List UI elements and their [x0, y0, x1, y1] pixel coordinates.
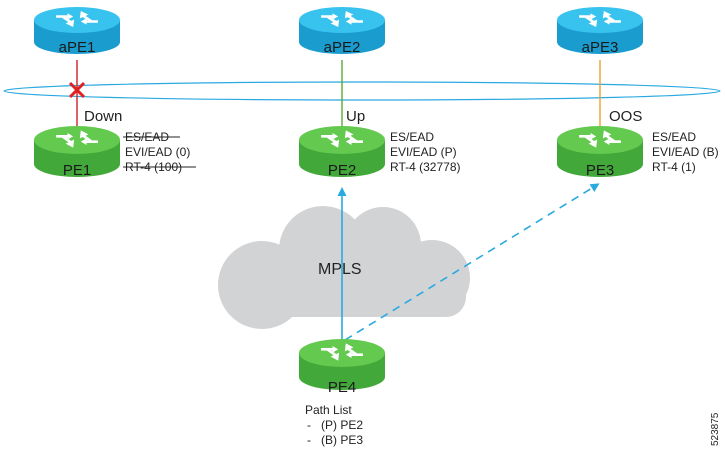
router-label: PE4	[328, 379, 356, 396]
router-ape3[interactable]: aPE3	[557, 7, 643, 56]
router-label: aPE1	[59, 39, 96, 56]
route-list-pe3: ES/EAD EVI/EAD (B) RT-4 (1)	[652, 130, 719, 174]
router-ape1[interactable]: aPE1	[34, 7, 120, 56]
path-list: Path List - (P) PE2 - (B) PE3	[305, 403, 363, 447]
path-list-entry: - (B) PE3	[307, 433, 363, 447]
router-pe4[interactable]: PE4	[299, 339, 385, 396]
access-ring	[3, 81, 721, 101]
route-list-pe1: ES/EAD EVI/EAD (0) RT-4 (100)	[123, 130, 196, 174]
router-label: PE3	[586, 162, 614, 179]
route-entry: ES/EAD	[390, 130, 434, 144]
route-entry: ES/EAD	[652, 130, 696, 144]
router-label: PE2	[328, 162, 356, 179]
link-state-pe3: OOS	[609, 108, 642, 125]
route-entry: EVI/EAD (B)	[652, 145, 719, 159]
link-state-pe1: Down	[84, 108, 122, 125]
path-list-entry: - (P) PE2	[307, 418, 363, 432]
router-pe2[interactable]: PE2	[299, 126, 385, 179]
figure-id: 523875	[710, 412, 721, 446]
route-entry: EVI/EAD (P)	[390, 145, 457, 159]
route-entry: RT-4 (1)	[652, 160, 696, 174]
path-list-title: Path List	[305, 403, 352, 417]
route-entry: EVI/EAD (0)	[125, 145, 190, 159]
router-pe3[interactable]: PE3	[557, 126, 643, 179]
backup-path-pe4-pe3	[344, 183, 600, 341]
mpls-label: MPLS	[318, 261, 362, 278]
router-label: PE1	[63, 162, 91, 179]
router-ape2[interactable]: aPE2	[299, 7, 385, 56]
router-label: aPE2	[324, 39, 361, 56]
link-failure-x-icon	[68, 81, 86, 99]
router-label: aPE3	[582, 39, 619, 56]
route-list-pe2: ES/EAD EVI/EAD (P) RT-4 (32778)	[390, 130, 460, 174]
mpls-cloud	[218, 206, 470, 329]
router-pe1[interactable]: PE1	[34, 126, 120, 179]
link-state-pe2: Up	[346, 108, 365, 125]
route-entry: RT-4 (32778)	[390, 160, 460, 174]
